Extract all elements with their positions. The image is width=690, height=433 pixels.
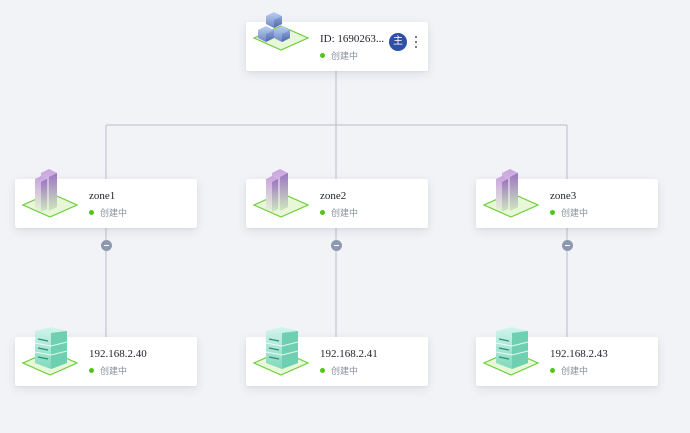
host-node-title: 192.168.2.41: [320, 348, 378, 360]
zone-node-status: 创建中: [89, 208, 127, 220]
collapse-toggle-icon[interactable]: [562, 240, 573, 251]
host-node-title: 192.168.2.40: [89, 348, 147, 360]
building-icon: [252, 169, 310, 218]
host-node-status: 创建中: [550, 366, 588, 378]
status-dot: [89, 210, 94, 215]
master-badge: 主: [389, 33, 407, 51]
zone-node-status: 创建中: [550, 208, 588, 220]
more-menu-icon[interactable]: [411, 33, 421, 51]
zone-node-card[interactable]: zone2 创建中: [246, 169, 428, 228]
building-icon: [482, 169, 540, 218]
collapse-toggle-icon[interactable]: [331, 240, 342, 251]
status-dot: [320, 368, 325, 373]
server-icon: [252, 327, 310, 376]
host-node-card[interactable]: 192.168.2.40 创建中: [15, 327, 197, 386]
status-dot: [320, 53, 325, 58]
server-icon: [21, 327, 79, 376]
zone-node-title: zone3: [550, 190, 577, 202]
zone-node-card[interactable]: zone3 创建中: [476, 169, 658, 228]
zone-node-status: 创建中: [320, 208, 358, 220]
status-dot: [320, 210, 325, 215]
host-node-card[interactable]: 192.168.2.43 创建中: [476, 327, 658, 386]
host-node-status: 创建中: [320, 366, 358, 378]
zone-node-title: zone2: [320, 190, 347, 202]
status-dot: [550, 210, 555, 215]
cluster-cubes-icon: [252, 12, 310, 51]
root-node-title: ID: 1690263...: [320, 33, 385, 45]
host-node-card[interactable]: 192.168.2.41 创建中: [246, 327, 428, 386]
zone-node-card[interactable]: zone1 创建中: [15, 169, 197, 228]
status-dot: [89, 368, 94, 373]
collapse-toggle-icon[interactable]: [101, 240, 112, 251]
zone-node-title: zone1: [89, 190, 116, 202]
server-icon: [482, 327, 540, 376]
status-dot: [550, 368, 555, 373]
host-node-status: 创建中: [89, 366, 127, 378]
building-icon: [21, 169, 79, 218]
root-node-status: 创建中: [320, 51, 358, 63]
host-node-title: 192.168.2.43: [550, 348, 608, 360]
root-node-card[interactable]: ID: 1690263... 创建中 主: [246, 12, 428, 71]
